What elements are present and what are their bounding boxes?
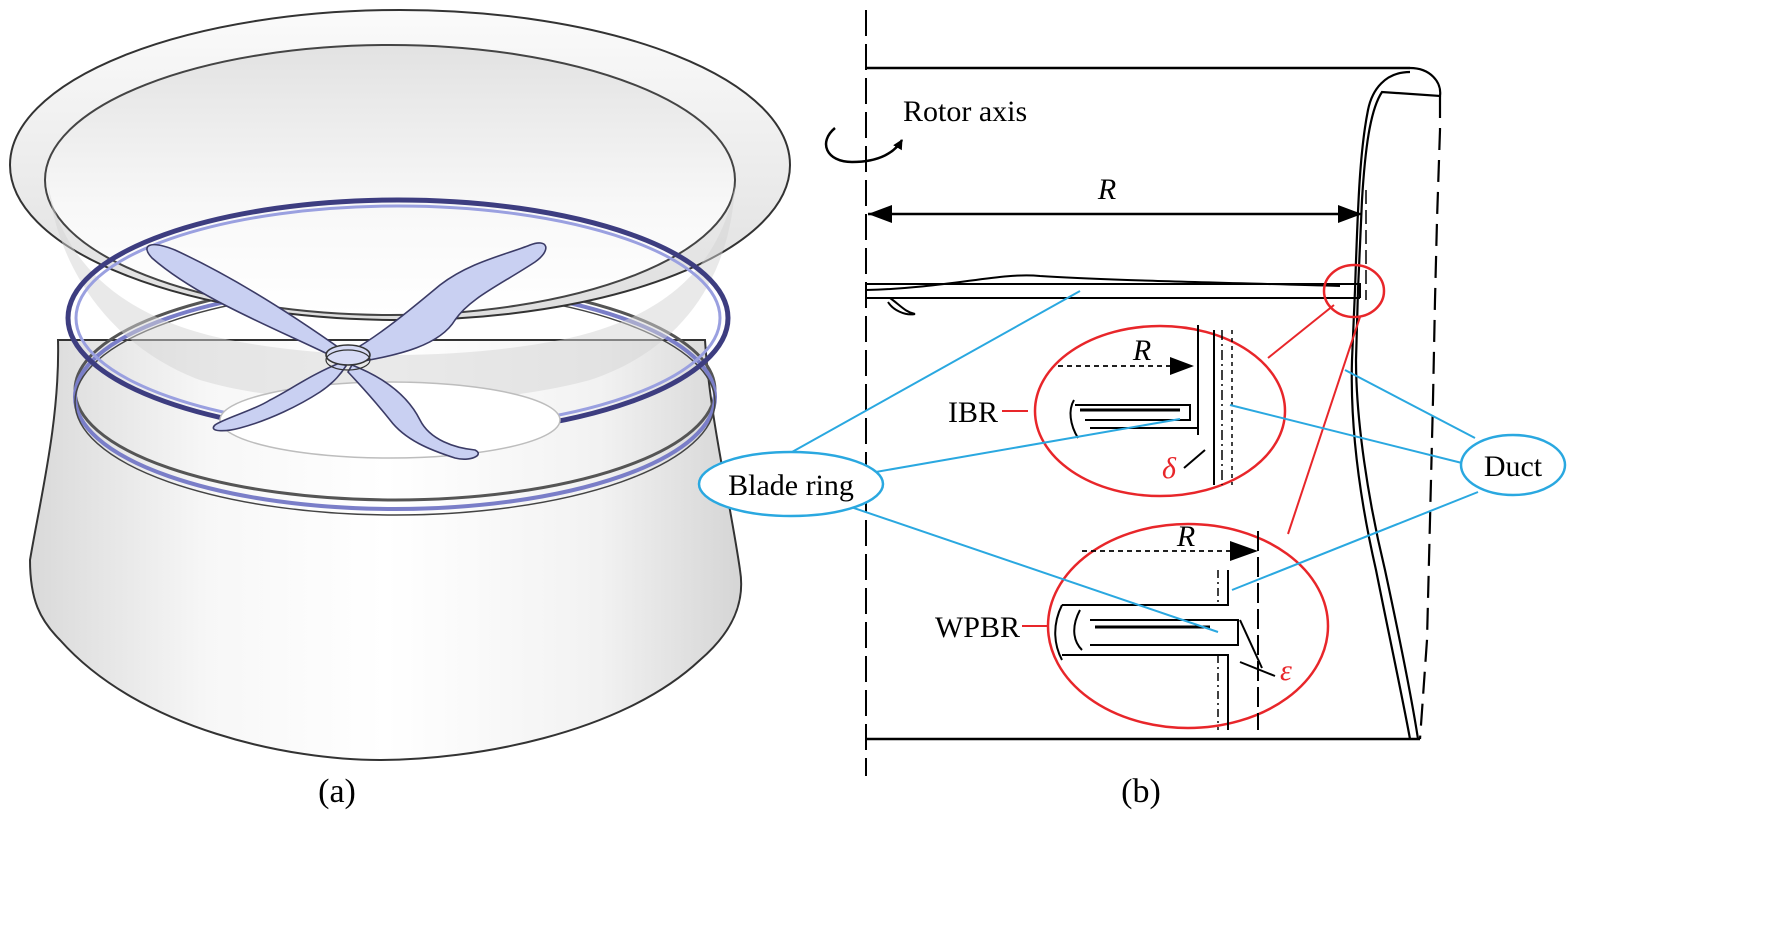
duct-body [28, 339, 743, 762]
caption-b: (b) [1121, 773, 1161, 810]
ibr-detail: R δ IBR [948, 324, 1287, 498]
detail-circle-tip [1322, 263, 1386, 319]
blade-ring-label: Blade ring [728, 469, 854, 502]
panel-a: (a) [9, 9, 791, 810]
rotor-axis-label: Rotor axis [903, 95, 1027, 128]
rotor-blades [146, 242, 547, 460]
radius-label: R [1097, 173, 1116, 206]
duct-profile [1350, 66, 1442, 740]
duct-label: Duct [1484, 450, 1543, 483]
ibr-label: IBR [948, 396, 998, 429]
delta-symbol: δ [1162, 452, 1177, 485]
caption-a: (a) [318, 773, 356, 810]
duct-callout [1459, 433, 1567, 497]
ibr-radius-label: R [1132, 334, 1151, 367]
rotation-arrow-icon [824, 127, 904, 164]
wpbr-radius-label: R [1176, 520, 1195, 553]
wpbr-detail: R ε WPBR [935, 520, 1330, 730]
blade-section [865, 274, 1361, 316]
duct-inner-opening [44, 44, 736, 316]
duct-3d-model [9, 9, 791, 762]
rotor-hub [325, 344, 371, 366]
blade-ring-callout [697, 450, 885, 518]
epsilon-symbol: ε [1280, 654, 1292, 687]
callout-lines [791, 290, 1479, 633]
wpbr-label: WPBR [935, 611, 1020, 644]
panel-b: Rotor axis R [697, 10, 1567, 810]
